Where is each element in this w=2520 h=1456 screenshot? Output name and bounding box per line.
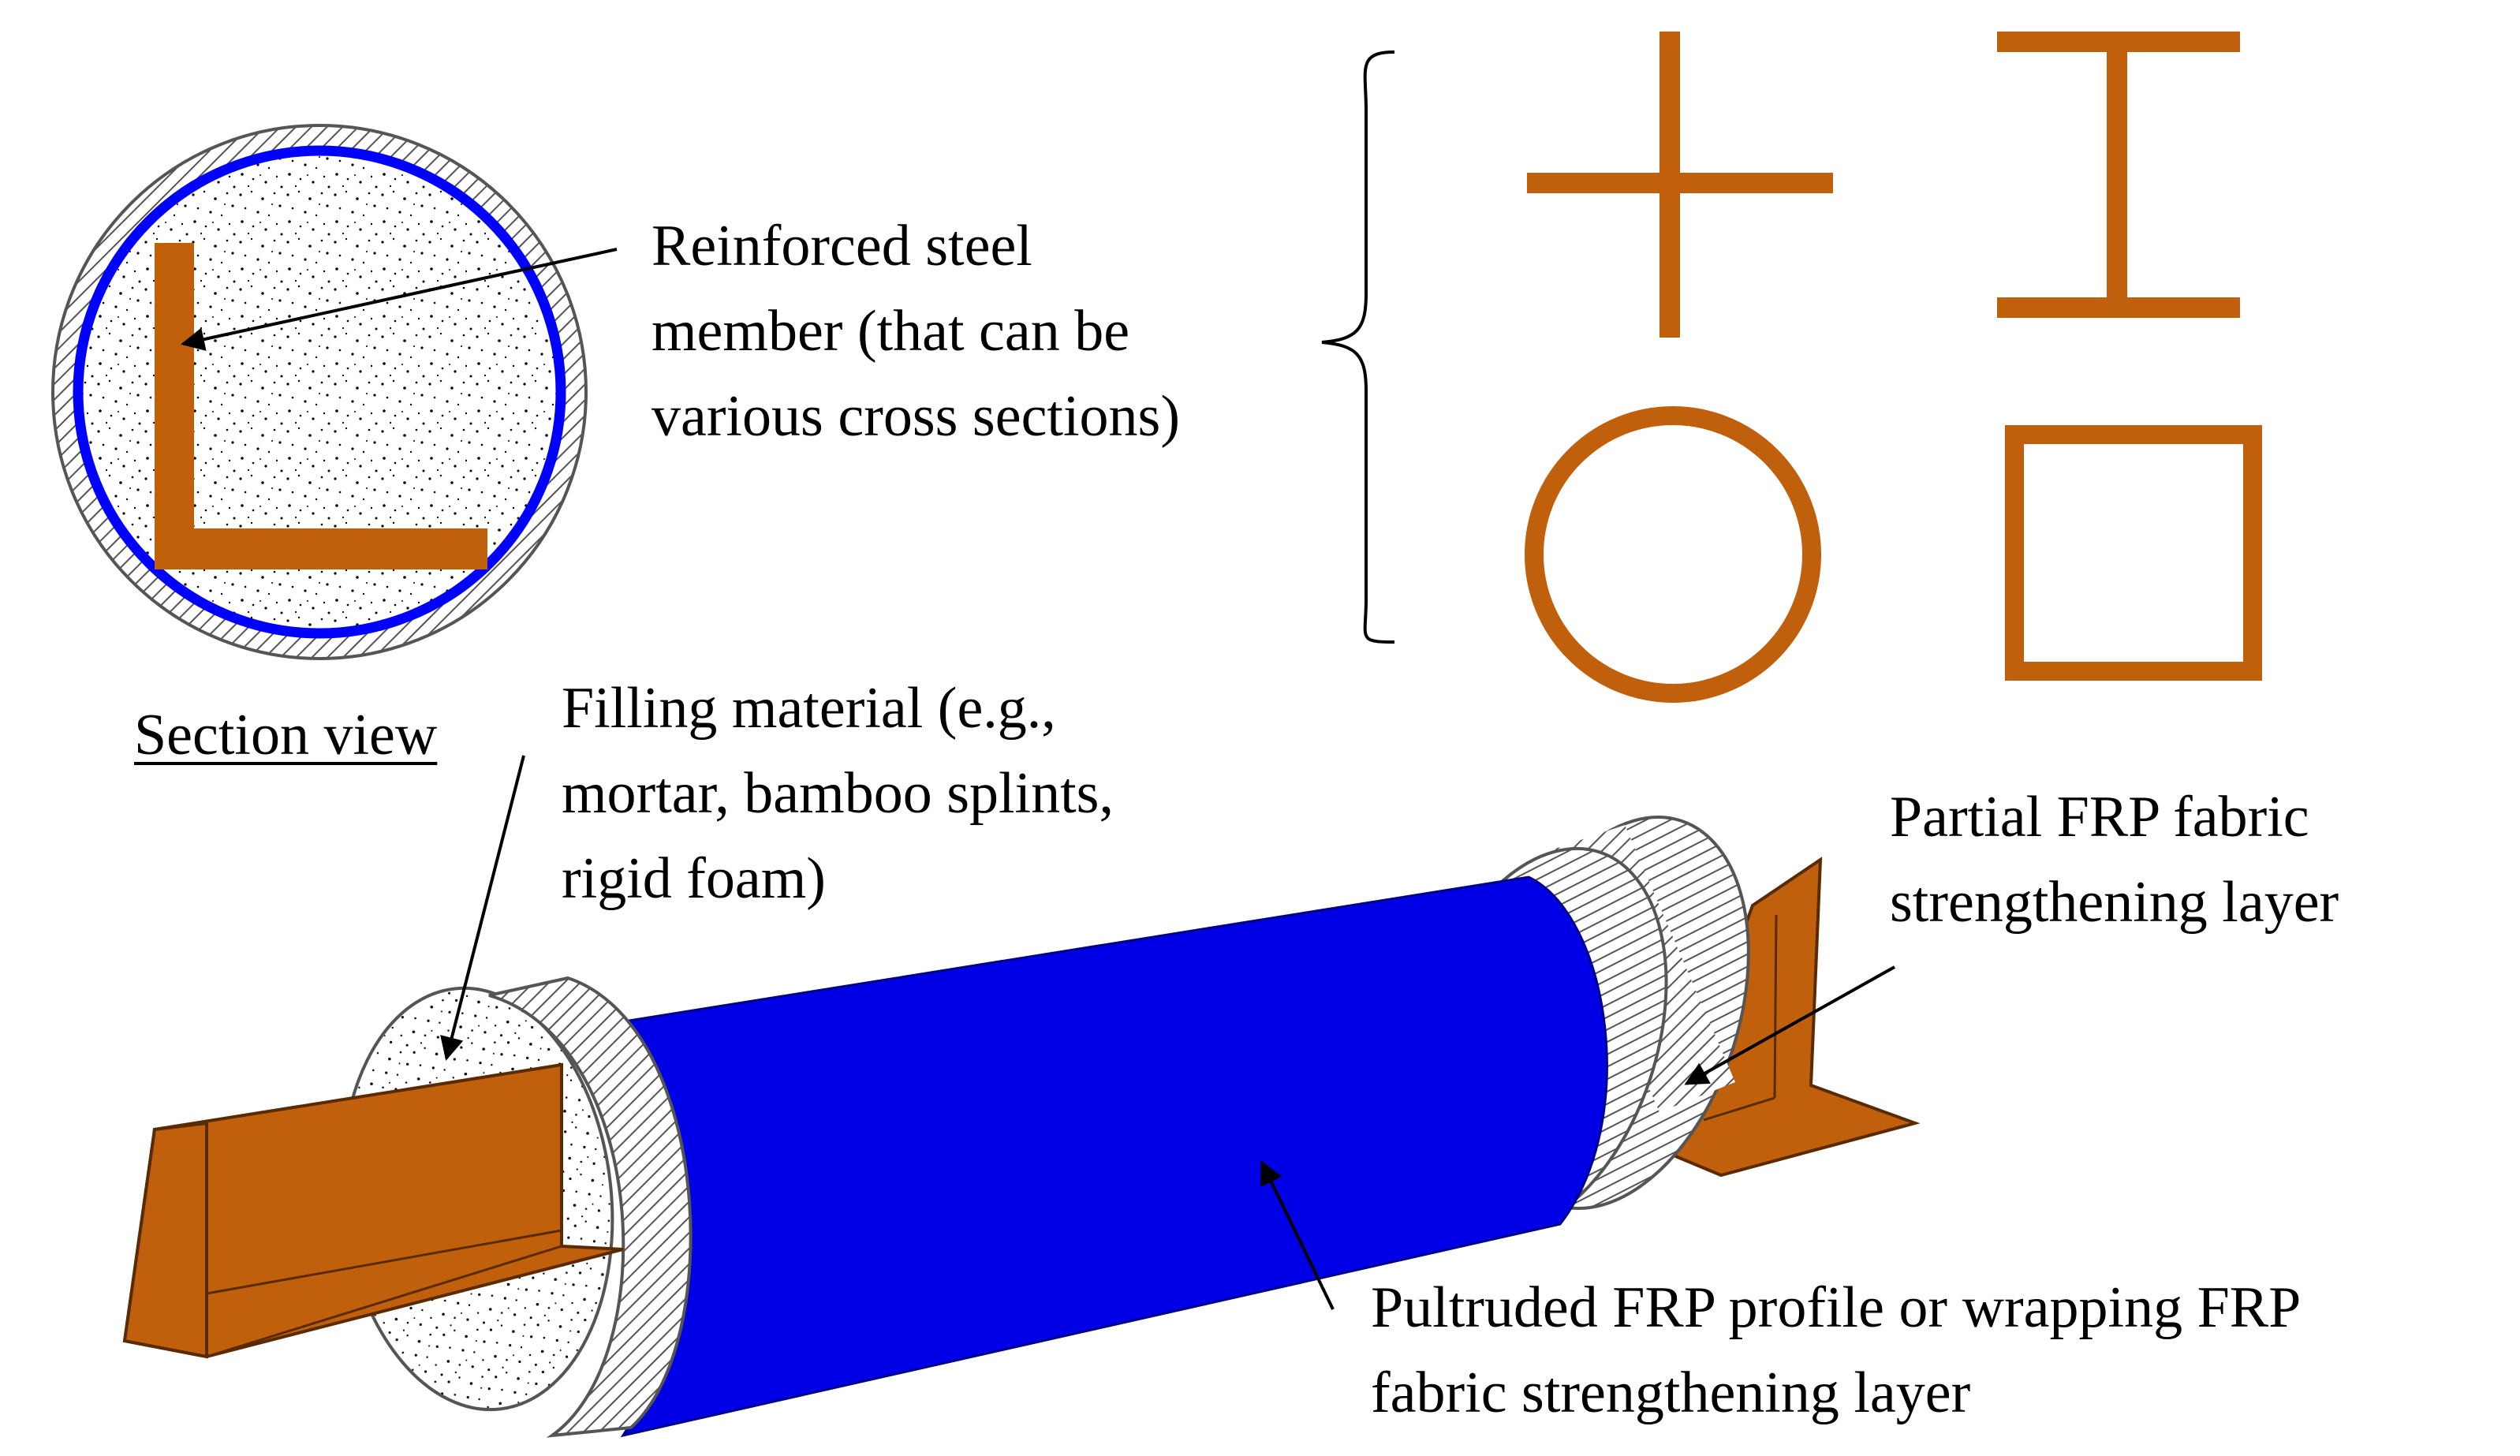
strengthened-member-3d bbox=[122, 755, 1921, 1438]
cross-section-options bbox=[1525, 32, 2262, 703]
pultruded-frp-tube bbox=[73, 145, 566, 639]
i-section-icon bbox=[1997, 32, 2240, 318]
filling-material-leader-line bbox=[440, 755, 525, 1061]
filling-material-label: Filling material (e.g., mortar, bamboo s… bbox=[562, 676, 1114, 911]
circular-tube-section-icon bbox=[1525, 406, 1821, 703]
reinforced-steel-label: Reinforced steel member (that can be var… bbox=[651, 214, 1180, 449]
filling-material-core bbox=[73, 146, 566, 638]
pultruded-frp-leader-line bbox=[1260, 1160, 1335, 1310]
square-tube-section-icon bbox=[2005, 425, 2262, 681]
section-view-caption: Section view bbox=[134, 703, 438, 767]
left-frp-band bbox=[488, 976, 693, 1438]
curly-brace bbox=[1321, 50, 1395, 644]
partial-frp-label: Partial FRP fabric strengthening layer bbox=[1890, 785, 2339, 935]
section-view bbox=[51, 124, 618, 660]
partial-frp-leader-line bbox=[1684, 965, 1895, 1085]
steel-angle-left-face bbox=[122, 1121, 208, 1359]
angle-steel-section bbox=[155, 243, 487, 569]
pultruded-frp-label: Pultruded FRP profile or wrapping FRP fa… bbox=[1371, 1275, 2302, 1425]
cross-section-icon bbox=[1527, 32, 1833, 338]
steel-member-leader-line bbox=[181, 248, 618, 351]
